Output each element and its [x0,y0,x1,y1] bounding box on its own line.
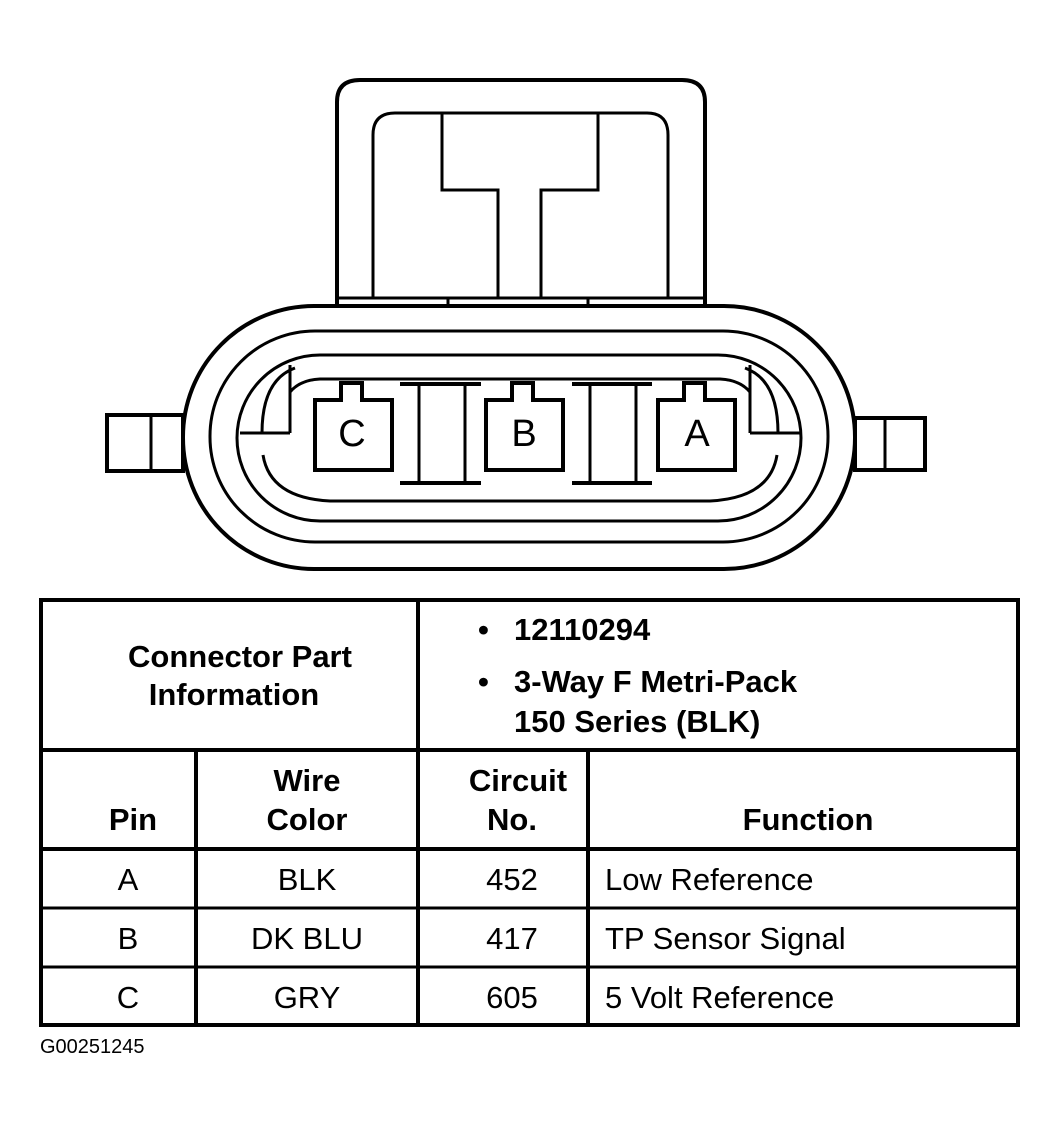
connector-table: Connector Part Information • 12110294 • … [39,598,1020,1027]
cell-wire-color: GRY [274,980,341,1015]
pin-label-a: A [684,413,710,455]
header-circuit: No. [487,802,537,837]
header-wire-color: Color [267,802,348,837]
cell-wire-color: DK BLU [251,921,363,956]
connector-type: 150 Series (BLK) [514,704,760,739]
header-wire-color: Wire [274,763,341,798]
connector-body [181,304,857,571]
header-function: Function [743,802,874,837]
part-number: 12110294 [514,612,651,647]
connector-side-tab-right [853,416,927,472]
part-info-label: Connector Part [128,639,352,674]
figure-id: G00251245 [40,1036,145,1058]
cell-circuit: 417 [486,921,538,956]
bullet: • [478,664,489,699]
table-row: C GRY 605 5 Volt Reference [117,980,834,1015]
cell-wire-color: BLK [278,862,337,897]
cell-circuit: 605 [486,980,538,1015]
header-circuit: Circuit [469,763,567,798]
table-row: A BLK 452 Low Reference [118,862,814,897]
pin-cavity-a: A [656,381,737,472]
connector-type: 3-Way F Metri-Pack [514,664,798,699]
connector-lock-tab [335,78,707,310]
cell-circuit: 452 [486,862,538,897]
cell-function: Low Reference [605,862,814,897]
cell-pin: B [118,921,139,956]
part-info-label: Information [149,677,320,712]
connector-side-tab-left [105,413,185,473]
bullet: • [478,612,489,647]
pin-label-b: B [511,413,536,455]
table-row: B DK BLU 417 TP Sensor Signal [118,921,846,956]
pin-label-c: C [338,413,365,455]
pin-cavity-b: B [484,381,565,472]
cell-function: 5 Volt Reference [605,980,834,1015]
pin-cavity-c: C [313,381,394,472]
cell-pin: C [117,980,139,1015]
cell-pin: A [118,862,139,897]
cell-function: TP Sensor Signal [605,921,846,956]
cavity-divider [572,382,652,485]
header-pin: Pin [109,802,157,837]
cavity-divider [400,382,481,485]
